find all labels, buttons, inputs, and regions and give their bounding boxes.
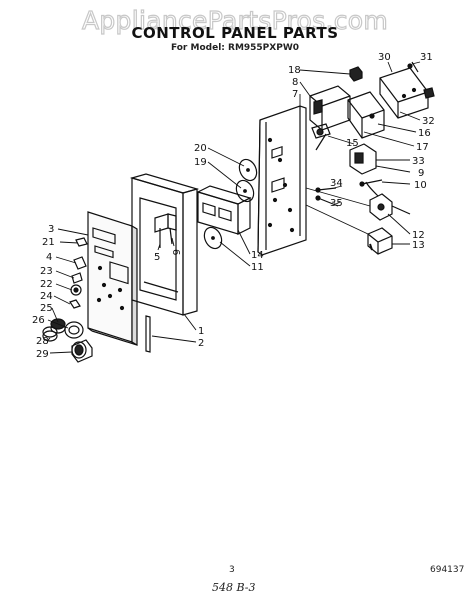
callout-13: 13 bbox=[412, 240, 425, 251]
callout-labels: 3 21 4 23 22 24 25 26 28 29 1 2 5 6 20 1… bbox=[32, 52, 435, 360]
callout-6: 6 bbox=[170, 249, 181, 255]
callout-30: 30 bbox=[378, 52, 391, 63]
callout-17: 17 bbox=[416, 142, 429, 153]
callout-12: 12 bbox=[412, 230, 425, 241]
callout-25: 25 bbox=[40, 303, 53, 314]
disc-20 bbox=[238, 158, 258, 182]
callout-15: 15 bbox=[346, 138, 359, 149]
module-33 bbox=[349, 143, 377, 175]
callout-29: 29 bbox=[36, 349, 49, 360]
callout-31: 31 bbox=[420, 52, 433, 63]
callout-21: 21 bbox=[42, 237, 55, 248]
button-23 bbox=[71, 272, 83, 284]
callout-19: 19 bbox=[194, 157, 207, 168]
callout-33: 33 bbox=[412, 156, 425, 167]
callout-24: 24 bbox=[40, 291, 53, 302]
wire-connectors bbox=[315, 179, 383, 207]
button-4 bbox=[73, 256, 87, 270]
switch-15 bbox=[311, 123, 331, 139]
bracket-assembly bbox=[347, 87, 435, 139]
watermark: AppliancePartsPros.com bbox=[81, 5, 389, 35]
callout-28: 28 bbox=[36, 336, 49, 347]
callout-4: 4 bbox=[46, 252, 52, 263]
callout-26: 26 bbox=[32, 315, 45, 326]
display-board bbox=[196, 185, 252, 235]
callout-18: 18 bbox=[288, 65, 301, 76]
callout-20: 20 bbox=[194, 143, 207, 154]
rear-circuit-board bbox=[379, 67, 429, 119]
trim-strip bbox=[145, 315, 151, 353]
knob-29 bbox=[71, 339, 93, 363]
callout-11: 11 bbox=[251, 262, 264, 273]
callout-7: 7 bbox=[292, 89, 298, 100]
callout-22: 22 bbox=[40, 279, 53, 290]
callout-9: 9 bbox=[418, 168, 424, 179]
callout-35: 35 bbox=[330, 198, 343, 209]
disc-11 bbox=[203, 226, 223, 250]
handwritten-note: 548 B-3 bbox=[212, 581, 256, 594]
disc-19 bbox=[235, 179, 255, 203]
callout-34: 34 bbox=[330, 178, 343, 189]
callout-5: 5 bbox=[154, 252, 160, 263]
callout-23: 23 bbox=[40, 266, 53, 277]
button-21 bbox=[75, 237, 88, 247]
panel-frame bbox=[129, 173, 200, 316]
callout-14: 14 bbox=[251, 250, 264, 261]
callout-10: 10 bbox=[414, 180, 427, 191]
connector-13 bbox=[367, 227, 393, 255]
switch-bracket bbox=[154, 213, 177, 248]
main-back-plate bbox=[257, 105, 307, 256]
switch-18 bbox=[349, 66, 363, 82]
callout-1: 1 bbox=[198, 326, 204, 337]
thermistor-12 bbox=[365, 181, 411, 221]
callout-16: 16 bbox=[418, 128, 431, 139]
callout-3: 3 bbox=[48, 224, 54, 235]
callout-2: 2 bbox=[198, 338, 204, 349]
callout-32: 32 bbox=[422, 116, 435, 127]
relay-housing bbox=[309, 85, 351, 151]
button-24 bbox=[69, 299, 81, 309]
model-line: For Model: RM955PXPW0 bbox=[170, 43, 300, 53]
knob-28 bbox=[42, 326, 58, 342]
callout-8: 8 bbox=[292, 77, 298, 88]
document-code: 694137 bbox=[430, 565, 465, 575]
front-control-panel bbox=[87, 211, 138, 347]
leader-lines bbox=[47, 61, 421, 354]
knob-26 bbox=[64, 321, 84, 339]
button-22 bbox=[70, 284, 82, 296]
page-number: 3 bbox=[229, 565, 235, 575]
page-title: CONTROL PANEL PARTS bbox=[131, 24, 339, 42]
